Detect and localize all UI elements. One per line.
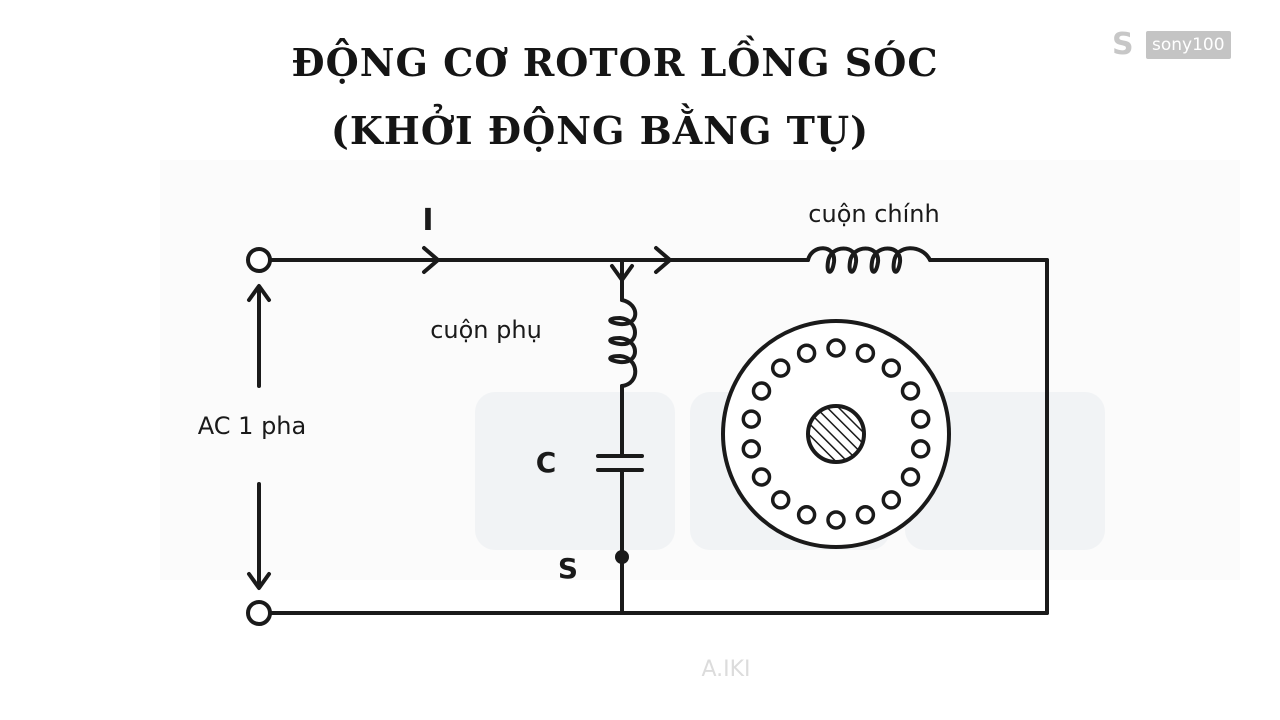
- main-winding-label: cuộn chính: [808, 200, 939, 228]
- source-arrow-down-head: [247, 572, 271, 590]
- branch-arrow: [610, 264, 634, 282]
- current-label: I: [422, 203, 433, 238]
- aux-winding-label: cuộn phụ: [430, 316, 542, 344]
- rotor-bars: [741, 338, 931, 530]
- current-arrow-1: [422, 246, 440, 274]
- rotor-bar: [796, 343, 817, 363]
- rotor-bar: [910, 409, 931, 429]
- rotor-bar: [900, 381, 921, 401]
- title-line-2: (KHỞI ĐỘNG BẰNG TỤ): [330, 108, 870, 153]
- rotor-bar: [900, 467, 921, 487]
- title-line-1: ĐỘNG CƠ ROTOR LỒNG SÓC: [291, 40, 939, 85]
- rotor-bar: [826, 510, 846, 530]
- rotor-bar: [770, 358, 791, 378]
- rotor-bar: [741, 409, 762, 429]
- rotor-bar: [770, 490, 791, 510]
- rotor-shaft: [806, 404, 866, 464]
- rotor-bar: [881, 358, 902, 378]
- logo-text: sony100: [1146, 31, 1231, 59]
- rotor-bar: [881, 490, 902, 510]
- terminal-bottom: [246, 600, 272, 626]
- source-arrow-up-head: [247, 284, 271, 302]
- switch-label: S: [558, 552, 578, 585]
- aux-winding-coil: [608, 298, 638, 388]
- rotor-bar: [751, 467, 772, 487]
- main-winding-coil: [806, 246, 932, 274]
- channel-logo: S sony100: [1112, 28, 1236, 62]
- source-label: AC 1 pha: [198, 412, 306, 440]
- switch-contact-dot: [615, 550, 629, 564]
- rotor-bar: [796, 505, 817, 525]
- rotor-bar: [741, 439, 762, 459]
- rotor-bar: [855, 343, 876, 363]
- terminal-top: [246, 247, 272, 273]
- rotor-bar: [751, 381, 772, 401]
- rotor-bar: [826, 338, 846, 358]
- rotor-bar: [855, 505, 876, 525]
- current-arrow-2: [654, 246, 672, 274]
- rotor-bar: [910, 439, 931, 459]
- logo-s-icon: S: [1112, 27, 1134, 62]
- capacitor-label: C: [536, 446, 557, 479]
- background-watermark: [160, 160, 1240, 580]
- faint-text: A.IKI: [701, 657, 750, 682]
